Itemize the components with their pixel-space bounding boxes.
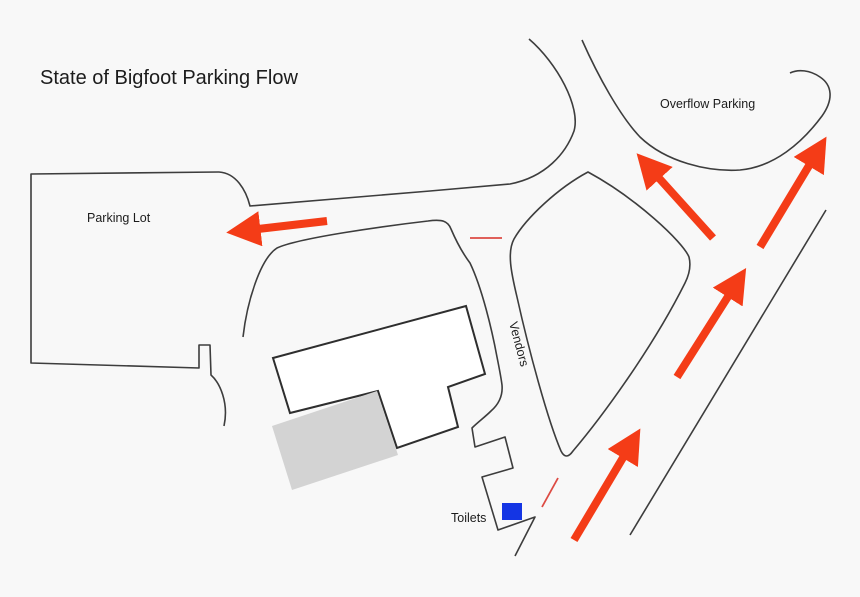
arrow-into-parking-lot-icon (226, 211, 328, 247)
page-title: State of Bigfoot Parking Flow (40, 67, 298, 89)
arrow-exit-road-middle-icon (673, 267, 747, 380)
arrow-exit-road-upper-icon (756, 136, 827, 250)
central-island-outline (509, 171, 691, 457)
main-building-outline (271, 304, 487, 450)
parking-lot-outline (30, 171, 227, 427)
exit-road-edge (629, 209, 827, 536)
toilets-marker-icon (502, 503, 522, 520)
red-tick-toilets (541, 477, 559, 508)
parking-lot-label: Parking Lot (87, 211, 151, 225)
vendors-road-and-toilets-boundary (242, 219, 536, 557)
toilets-label: Toilets (451, 511, 486, 525)
arrow-exit-road-lower-icon (570, 428, 641, 543)
overflow-parking-label: Overflow Parking (660, 97, 755, 111)
arrow-to-overflow-parking-icon (636, 153, 716, 241)
overflow-road-curve (581, 39, 831, 172)
road-top-edge (218, 38, 576, 207)
gray-building (272, 391, 398, 490)
